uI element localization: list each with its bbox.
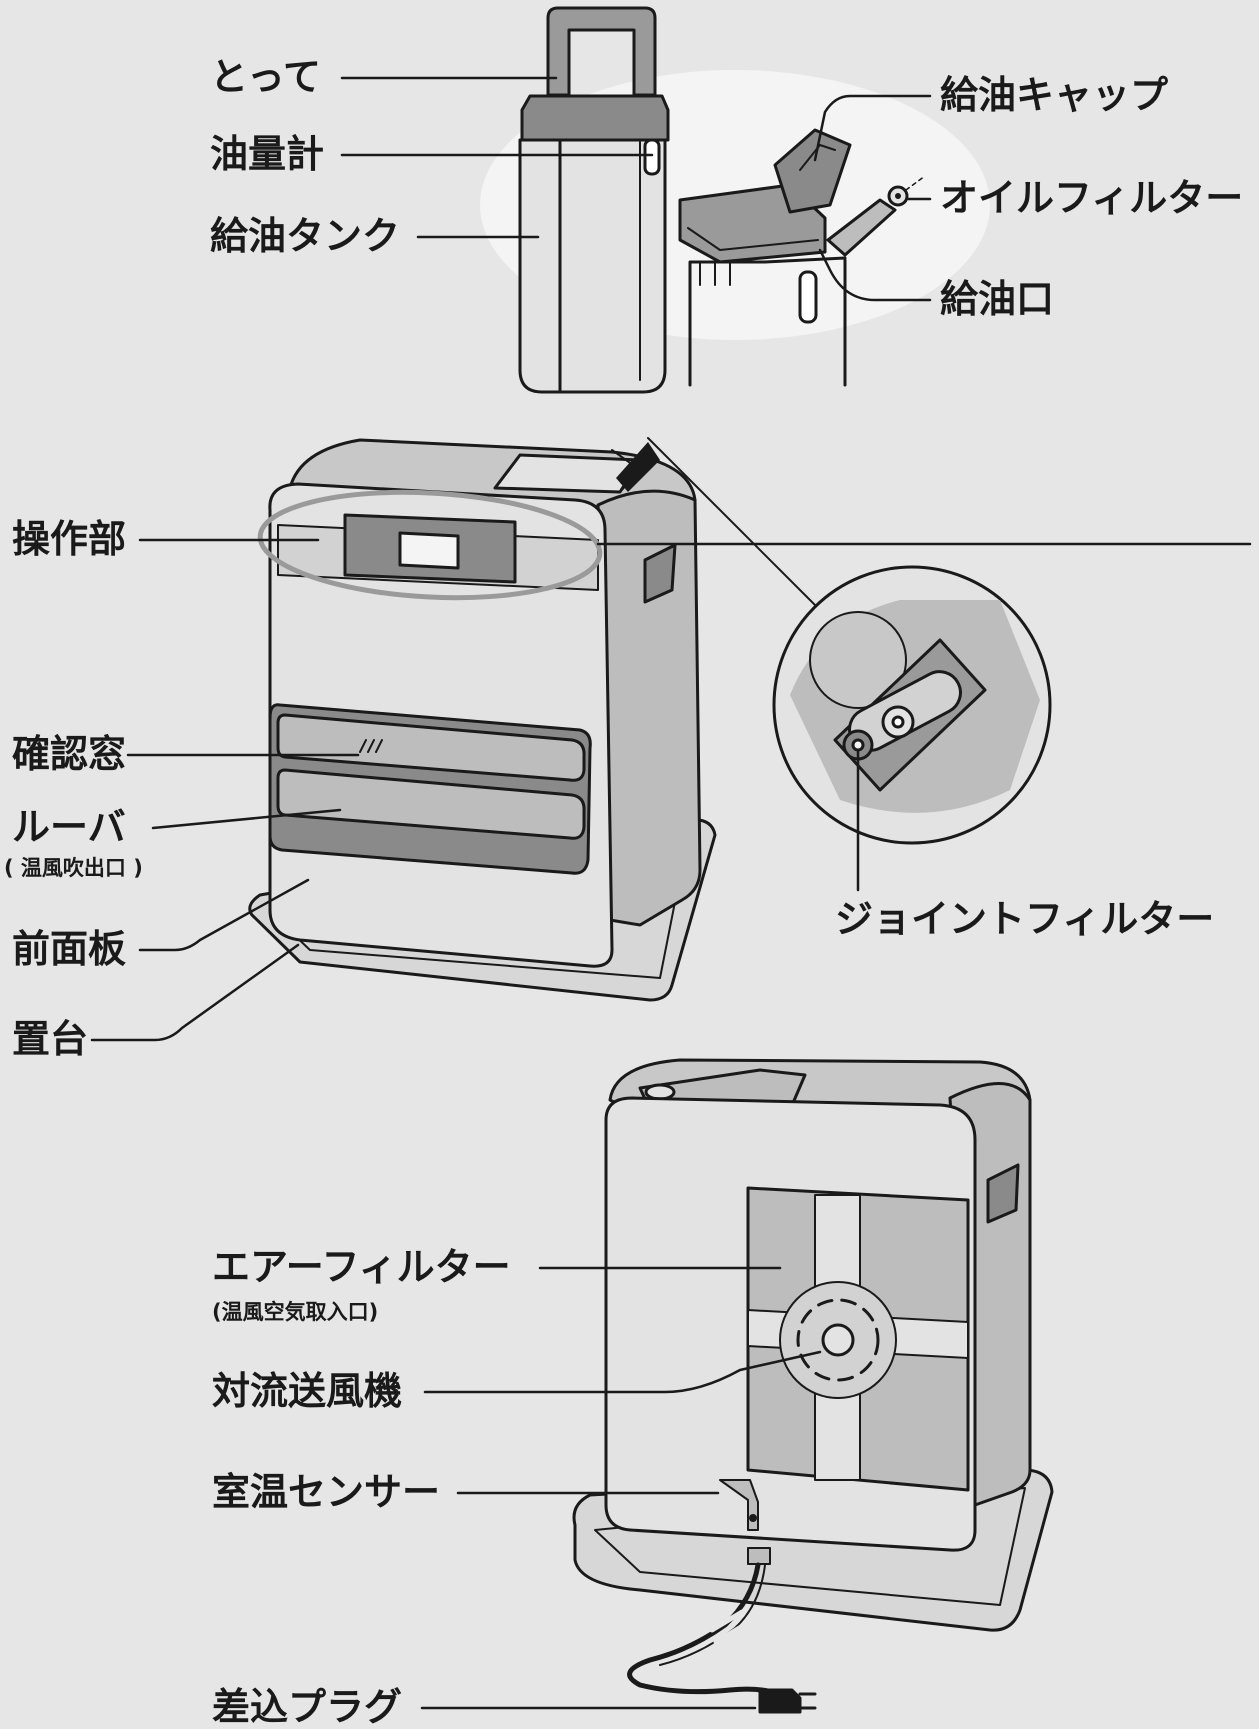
label-convection-fan: 対流送風機 bbox=[212, 1369, 403, 1413]
callout-arrow bbox=[616, 442, 660, 492]
label-totte: とって bbox=[210, 55, 321, 99]
tank-handle bbox=[546, 6, 657, 97]
leader-kyuyuguchi bbox=[818, 248, 932, 302]
label-louver: ルーバ bbox=[12, 805, 126, 849]
leader-okidai bbox=[90, 943, 300, 1042]
leader-louver bbox=[151, 808, 342, 830]
power-plug bbox=[758, 1688, 802, 1714]
label-front-panel: 前面板 bbox=[12, 927, 127, 971]
room-temp-sensor bbox=[719, 1479, 759, 1531]
refuel-cap bbox=[773, 128, 852, 214]
front-right-side bbox=[596, 489, 702, 927]
oil-filter bbox=[826, 198, 897, 257]
tank-top bbox=[520, 94, 670, 142]
tank-body bbox=[518, 138, 667, 394]
leader-zenmenban bbox=[138, 878, 310, 952]
label-room-sensor: 室温センサー bbox=[212, 1470, 441, 1514]
control-callout-ring bbox=[257, 489, 603, 601]
label-oil-gauge: 油量計 bbox=[210, 132, 325, 176]
label-base: 置台 bbox=[12, 1017, 89, 1061]
label-joint-filter: ジョイントフィルター bbox=[835, 897, 1215, 941]
label-refuel-port: 給油口 bbox=[940, 277, 1055, 321]
label-air-filter-sub: (温風空気取入口) bbox=[212, 1300, 379, 1324]
oil-gauge bbox=[643, 138, 661, 176]
leader-kyuyu-cap bbox=[813, 94, 932, 162]
label-refuel-tank: 給油タンク bbox=[210, 214, 401, 258]
label-check-window: 確認窓 bbox=[12, 732, 127, 776]
label-plug: 差込プラグ bbox=[212, 1685, 403, 1729]
label-control-section: 操作部 bbox=[12, 517, 127, 561]
label-refuel-cap: 給油キャップ bbox=[940, 73, 1169, 117]
label-louver-sub: ( 温風吹出口 ) bbox=[4, 856, 143, 880]
label-air-filter: エアーフィルター bbox=[212, 1245, 511, 1289]
display-screen bbox=[398, 531, 460, 570]
leader-fan bbox=[423, 1350, 822, 1394]
label-oil-filter: オイルフィルター bbox=[940, 176, 1244, 220]
